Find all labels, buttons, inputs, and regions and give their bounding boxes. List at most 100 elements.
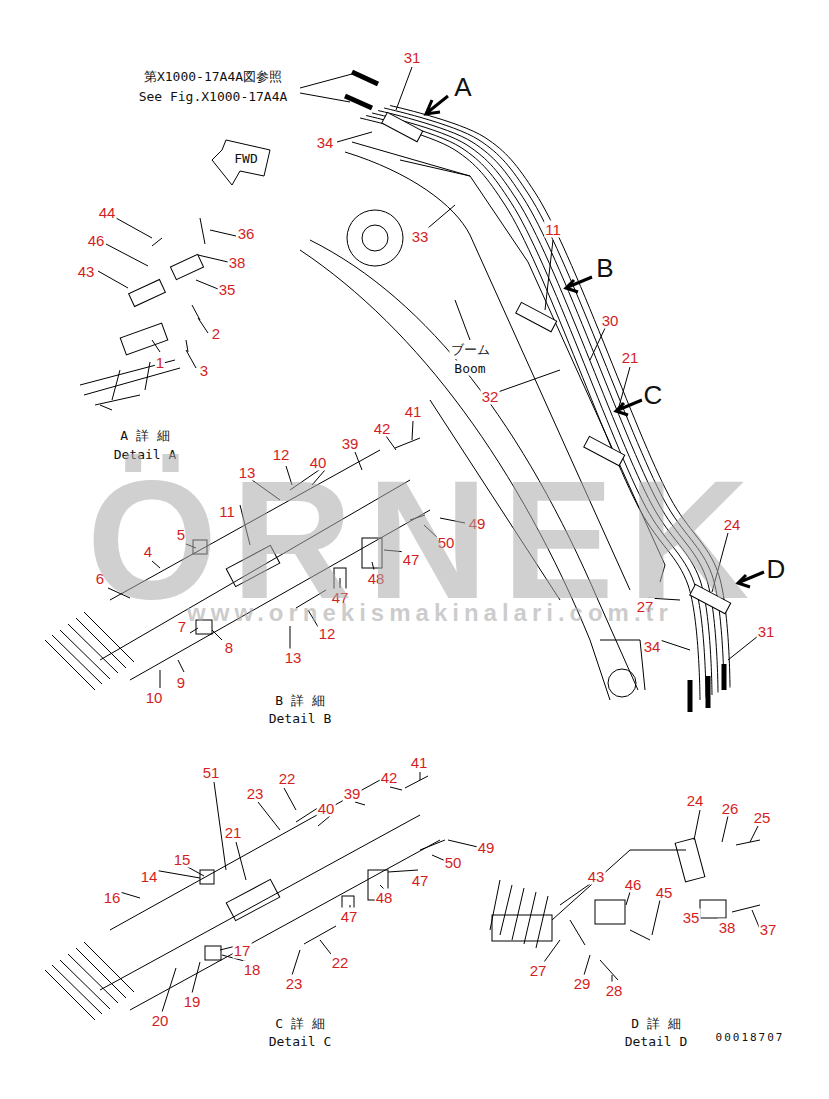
callout-number: 28	[605, 982, 624, 999]
callout-number: 32	[481, 388, 500, 405]
callout-number: 42	[373, 420, 392, 437]
clamp-block	[492, 915, 552, 941]
callout-number: 22	[331, 954, 350, 971]
caption-text: Detail C	[268, 1034, 333, 1049]
callout-number: 3	[199, 362, 209, 379]
callout-number: 45	[655, 884, 674, 901]
callout-number: 47	[411, 872, 430, 889]
callout-number: 22	[278, 770, 297, 787]
callout-number: 15	[173, 851, 192, 868]
watermark-url: www.ornekismakinalari.com.tr	[187, 599, 673, 627]
callout-number: 51	[202, 764, 221, 781]
clamp-plate	[700, 900, 726, 918]
callout-number: 30	[601, 312, 620, 329]
callout-number: 49	[477, 839, 496, 856]
clamp-plate	[120, 323, 168, 355]
callout-number: 33	[411, 228, 430, 245]
callout-number: 19	[183, 993, 202, 1010]
leader-line	[544, 810, 762, 982]
pipe-clamp	[382, 112, 423, 141]
callout-number: 11	[544, 221, 562, 238]
callout-number: 31	[403, 49, 422, 66]
view-letter: D	[766, 554, 787, 585]
callout-number: 39	[343, 785, 362, 802]
caption-text: 第X1000-17A4A図参照	[143, 68, 283, 86]
callout-number: 42	[380, 769, 399, 786]
clamp-plate	[595, 900, 625, 924]
callout-number: 25	[753, 809, 772, 826]
callout-number: 2	[211, 325, 221, 342]
callout-number: 34	[643, 638, 662, 655]
callout-number: 17	[233, 942, 252, 959]
callout-number: 46	[87, 232, 106, 249]
callout-number: 43	[77, 263, 96, 280]
clamp-plate	[226, 879, 280, 920]
callout-number: 1	[155, 354, 165, 371]
boom-pin-boss	[362, 225, 388, 251]
callout-number: 34	[316, 134, 335, 151]
boom-foot-pin	[608, 669, 636, 697]
boom-outline	[400, 160, 470, 176]
boom-pin-boss	[347, 210, 403, 266]
caption-text: Detail B	[268, 711, 333, 726]
callout-number: 23	[246, 785, 265, 802]
callout-number: 41	[404, 403, 423, 420]
pipe-bundle	[45, 942, 134, 1020]
callout-number: 20	[151, 1012, 170, 1029]
callout-number: 47	[340, 908, 359, 925]
clamp-plate	[170, 254, 203, 279]
callout-number: 44	[98, 204, 117, 221]
callout-number: 35	[682, 909, 701, 926]
callout-number: 10	[145, 689, 164, 706]
callout-number: 38	[718, 919, 737, 936]
callout-number: 41	[410, 754, 429, 771]
callout-number: 21	[224, 824, 243, 841]
leader-line	[98, 218, 236, 368]
callout-number: 50	[444, 854, 463, 871]
bolt	[152, 218, 205, 352]
pipe-clamp	[516, 302, 557, 331]
clamp-half	[200, 870, 214, 884]
callout-number: 13	[284, 649, 303, 666]
callout-number: 14	[140, 868, 159, 885]
caption-text: C 詳 細	[274, 1015, 325, 1033]
callout-number: 24	[686, 792, 705, 809]
view-letter: B	[595, 253, 614, 284]
callout-number: 16	[103, 889, 122, 906]
callout-number: 29	[573, 975, 592, 992]
callout-number: 23	[285, 975, 304, 992]
bolt	[296, 776, 445, 944]
leader-line	[120, 772, 482, 1012]
pipe-bundle	[490, 880, 548, 948]
clamp-half	[205, 946, 221, 960]
view-arrow	[566, 277, 592, 292]
forward-arrow	[212, 140, 270, 185]
caption-text: Boom	[453, 361, 486, 376]
caption-text: D 詳 細	[630, 1015, 681, 1033]
callout-number: 48	[375, 889, 394, 906]
callout-number: 43	[587, 868, 606, 885]
boom-outline	[600, 640, 645, 690]
caption-text: A 詳 細	[119, 427, 170, 445]
direction-label: FWD	[234, 151, 257, 166]
callout-number: 27	[529, 962, 548, 979]
callout-number: 8	[224, 639, 234, 656]
caption-text: B 詳 細	[274, 692, 325, 710]
callout-number: 46	[624, 876, 643, 893]
assembly-axis	[100, 780, 440, 1010]
callout-number: 36	[237, 225, 256, 242]
bracket	[675, 838, 705, 882]
drawing-number: 00018707	[716, 1031, 785, 1044]
view-letter: A	[453, 72, 472, 103]
callout-number: 9	[176, 674, 186, 691]
caption-text: See Fig.X1000-17A4A	[138, 89, 289, 104]
view-arrow	[426, 96, 448, 114]
view-letter: C	[643, 380, 664, 411]
clamp-plate	[129, 279, 166, 306]
caption-text: Detail D	[624, 1034, 689, 1049]
callout-number: 40	[317, 800, 336, 817]
callout-number: 18	[243, 961, 262, 978]
bolt	[552, 840, 760, 980]
callout-number: 37	[759, 921, 778, 938]
caption-text: ブーム	[450, 341, 491, 359]
